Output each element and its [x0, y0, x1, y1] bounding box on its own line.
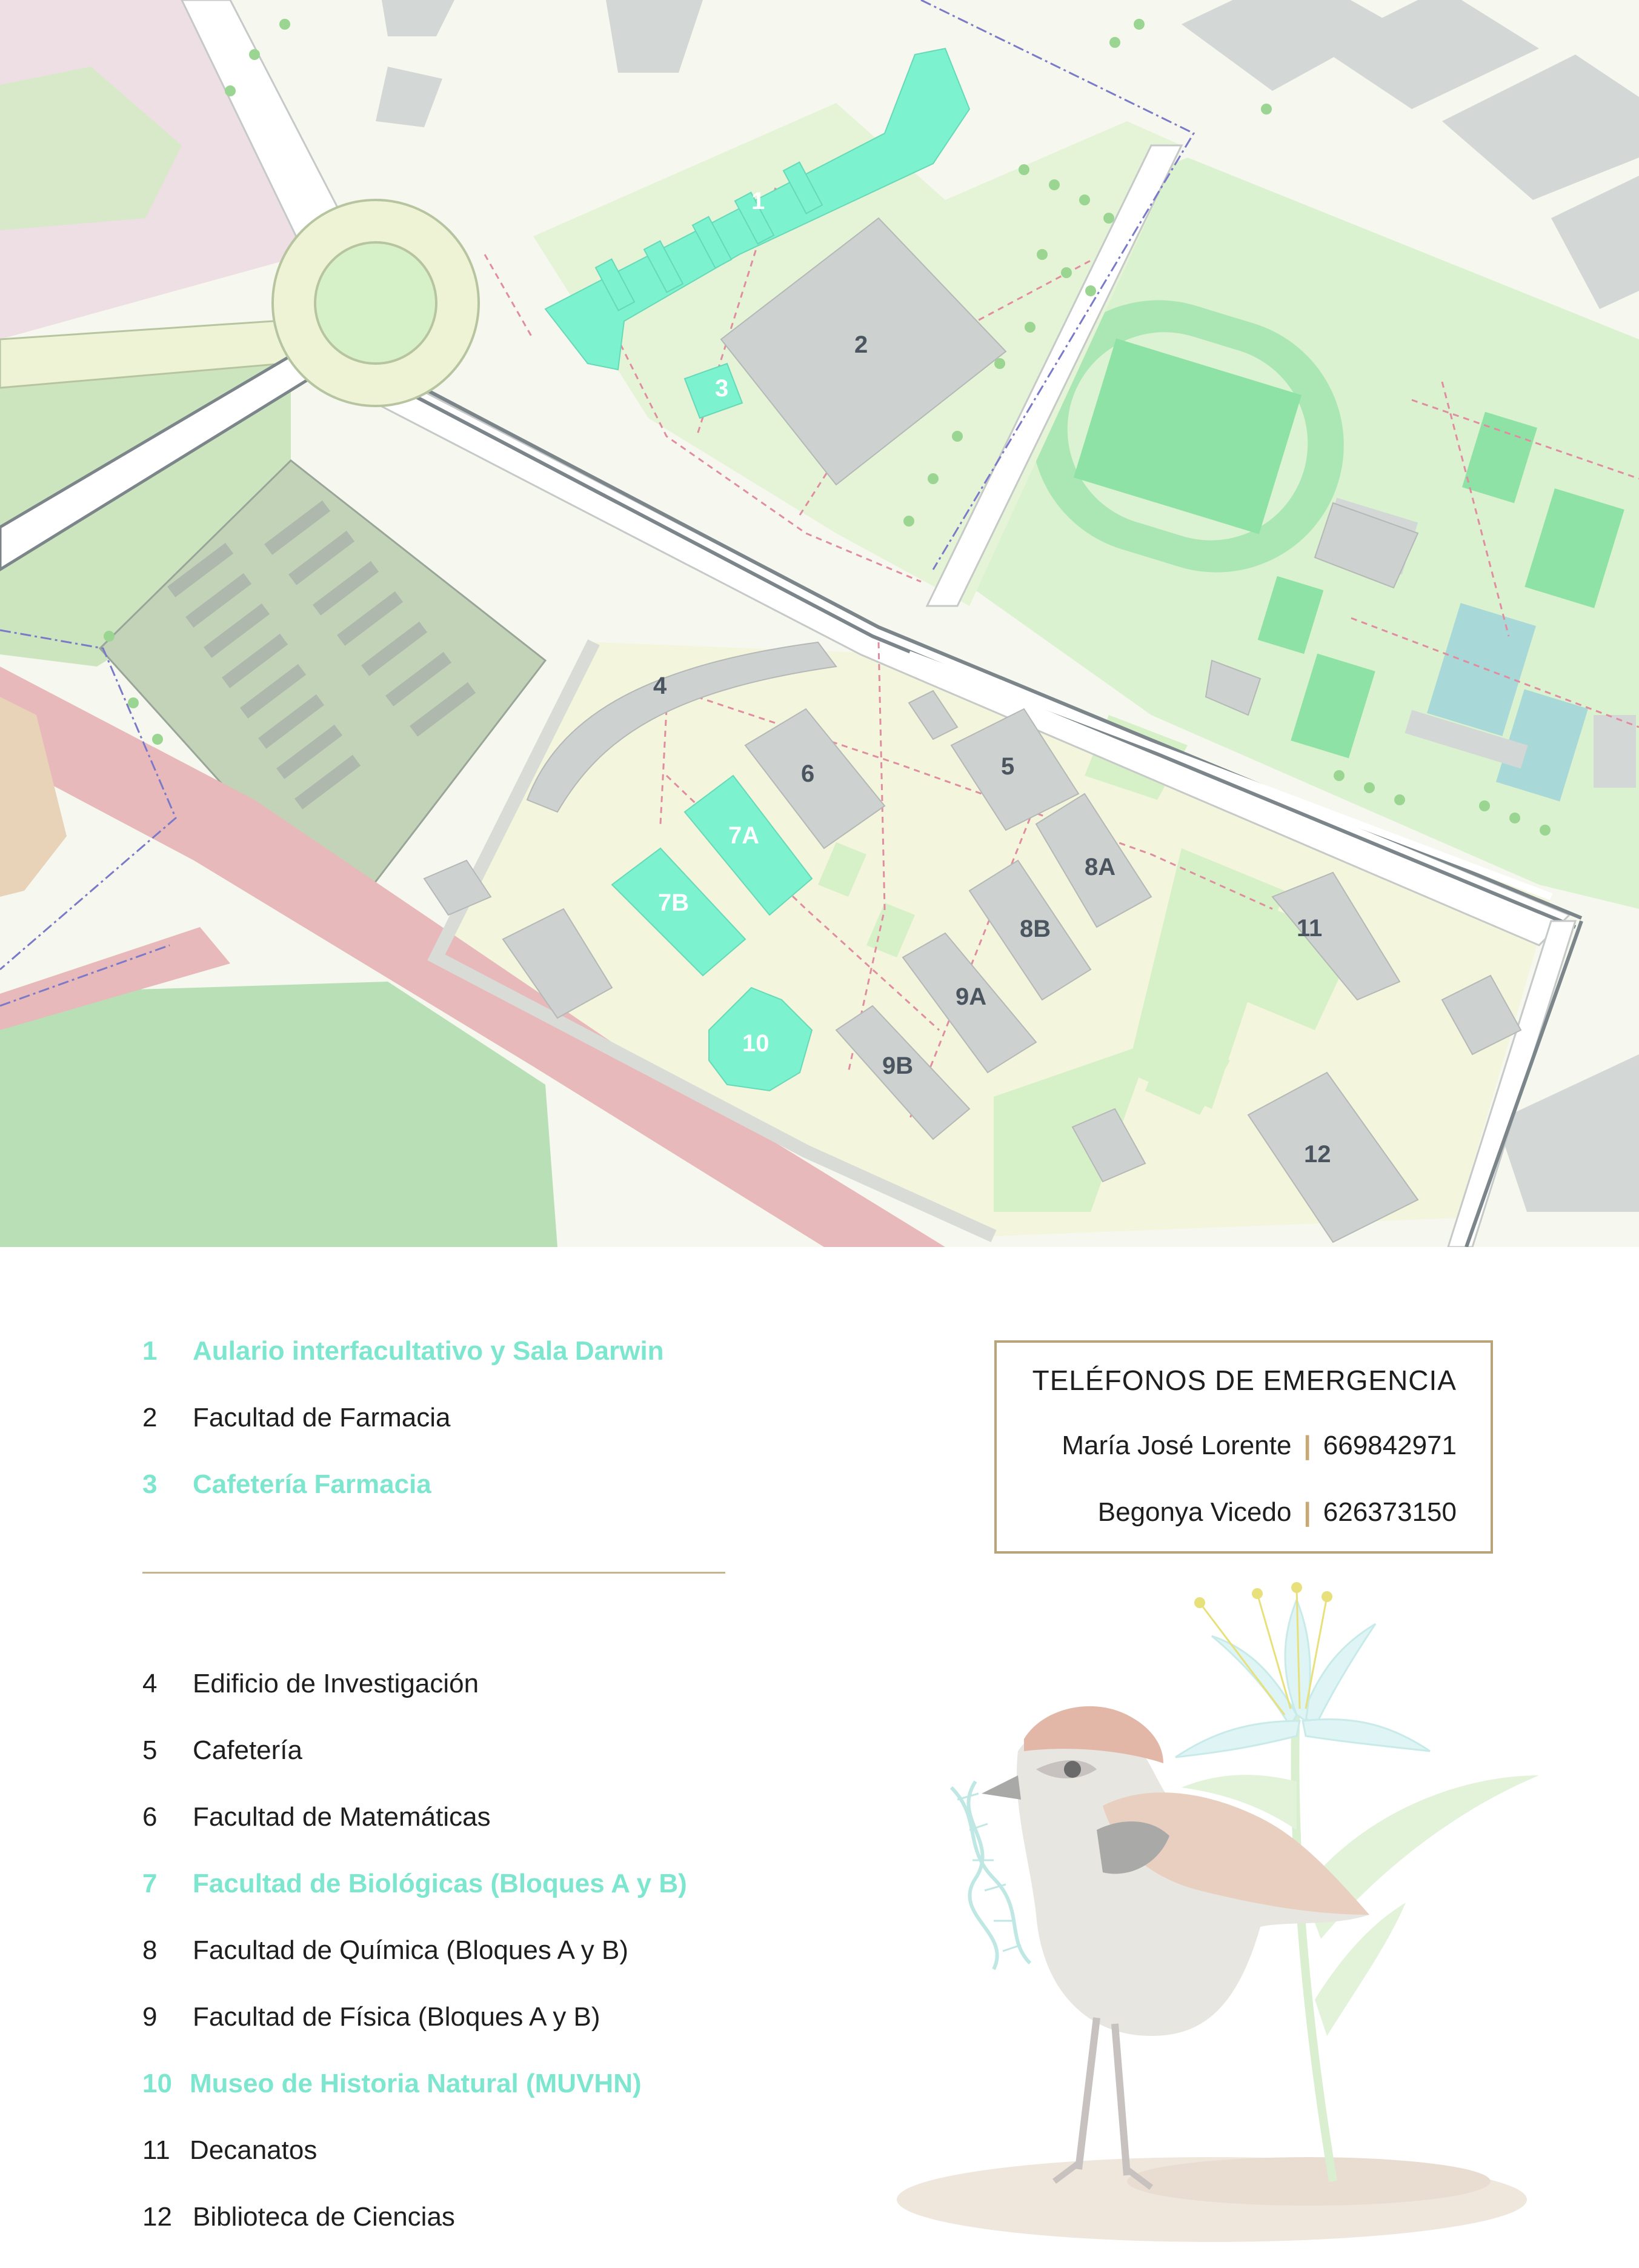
building-6: [744, 708, 886, 850]
legend-name: Facultad de Química (Bloques A y B): [193, 1935, 629, 1965]
legend-name: Edificio de Investigación: [193, 1669, 479, 1698]
contact-phone[interactable]: 669842971: [1323, 1431, 1457, 1460]
campus-map: 1 2 3 4 5 6 7A 7B 8A 8B 9A 9B 10 11 12: [0, 0, 1639, 1247]
legend-number: 1: [142, 1336, 158, 1366]
legend-number: 10: [142, 2069, 172, 2098]
athletics-track: [1031, 300, 1344, 573]
legend-number: 9: [142, 2002, 158, 2032]
emergency-contact-row: Begonya Vicedo | 626373150: [1098, 1497, 1457, 1528]
legend-item-8: 8 Facultad de Química (Bloques A y B): [142, 1934, 628, 1967]
building-label-9B: 9B: [882, 1053, 913, 1079]
building-4: [526, 641, 837, 813]
building-9B: [835, 1005, 971, 1140]
legend-number: 12: [142, 2202, 172, 2232]
legend-item-9: 9 Facultad de Física (Bloques A y B): [142, 2000, 600, 2034]
building-label-11: 11: [1297, 915, 1322, 942]
building-label-9A: 9A: [956, 983, 986, 1010]
building-label-6: 6: [801, 760, 814, 787]
legend-name: Facultad de Farmacia: [193, 1403, 451, 1432]
legend-number: 7: [142, 1869, 158, 1898]
building-label-8A: 8A: [1085, 854, 1115, 880]
building-label-8B: 8B: [1020, 916, 1051, 942]
building-label-5: 5: [1001, 753, 1014, 780]
cemetery-area: [0, 982, 557, 1247]
building-label-4: 4: [653, 673, 667, 699]
building-7B: [611, 847, 746, 977]
legend-name: Facultad de Física (Bloques A y B): [193, 2002, 600, 2032]
legend-divider: [142, 1572, 725, 1574]
building-label-12: 12: [1304, 1141, 1331, 1168]
legend-item-5: 5 Cafetería: [142, 1734, 302, 1768]
contact-separator: |: [1303, 1497, 1311, 1527]
building-label-3: 3: [715, 375, 728, 402]
campus-map-svg: 1 2 3 4 5 6 7A 7B 8A 8B 9A 9B 10 11 12: [0, 0, 1639, 1247]
building-7A: [683, 774, 813, 916]
legend-item-3: 3 Cafetería Farmacia: [142, 1468, 431, 1501]
contact-name: Begonya Vicedo: [1097, 1497, 1292, 1527]
building-8A: [1035, 793, 1152, 928]
contact-phone[interactable]: 626373150: [1323, 1497, 1457, 1527]
legend-item-1: 1 Aulario interfacultativo y Sala Darwin: [142, 1334, 664, 1368]
emergency-contact-row: María José Lorente | 669842971: [1062, 1431, 1457, 1461]
building-label-2: 2: [854, 331, 868, 358]
contact-name: María José Lorente: [1062, 1431, 1292, 1460]
sparrow-with-dna-and-flower-icon: [897, 1582, 1539, 2242]
emergency-title: TELÉFONOS DE EMERGENCIA: [1032, 1365, 1457, 1396]
legend-number: 11: [142, 2135, 170, 2165]
legend-item-12: 12 Biblioteca de Ciencias: [142, 2200, 455, 2234]
legend-number: 5: [142, 1735, 158, 1765]
legend-name: Aulario interfacultativo y Sala Darwin: [193, 1336, 664, 1366]
legend-number: 4: [142, 1669, 158, 1698]
legend-name: Decanatos: [190, 2135, 317, 2165]
contact-separator: |: [1303, 1431, 1311, 1460]
tram-line: [374, 374, 1577, 929]
legend-name: Cafetería Farmacia: [193, 1469, 431, 1499]
legend-name: Facultad de Biológicas (Bloques A y B): [193, 1869, 687, 1898]
legend-item-7: 7 Facultad de Biológicas (Bloques A y B): [142, 1867, 687, 1901]
legend-item-4: 4 Edificio de Investigación: [142, 1667, 479, 1701]
legend-item-6: 6 Facultad de Matemáticas: [142, 1800, 491, 1834]
building-8B: [968, 859, 1092, 1001]
building-11: [1271, 871, 1401, 1001]
legend-name: Biblioteca de Ciencias: [193, 2202, 455, 2232]
legend-item-10: 10 Museo de Historia Natural (MUVHN): [142, 2067, 642, 2101]
legend-item-2: 2 Facultad de Farmacia: [142, 1401, 451, 1435]
building-label-7B: 7B: [658, 890, 689, 916]
legend-item-11: 11 Decanatos: [142, 2133, 317, 2167]
legend-number: 3: [142, 1469, 158, 1499]
building-5: [950, 708, 1080, 831]
legend-name: Cafetería: [193, 1735, 302, 1765]
building-labels: 1 2 3 4 5 6 7A 7B 8A 8B 9A 9B 10 11 12: [653, 188, 1331, 1168]
building-2: [720, 217, 1007, 486]
building-3: [683, 362, 743, 419]
building-label-10: 10: [742, 1030, 770, 1057]
building-9A: [902, 932, 1037, 1074]
legend-number: 6: [142, 1802, 158, 1832]
legend-name: Facultad de Matemáticas: [193, 1802, 491, 1832]
building-label-7A: 7A: [728, 822, 759, 849]
building-10: [708, 986, 813, 1092]
legend-number: 8: [142, 1935, 158, 1965]
legend-name: Museo de Historia Natural (MUVHN): [190, 2069, 642, 2098]
emergency-phones-box: TELÉFONOS DE EMERGENCIA María José Loren…: [994, 1340, 1493, 1554]
building-label-1: 1: [751, 188, 765, 214]
legend-number: 2: [142, 1403, 158, 1432]
building-12: [1247, 1071, 1419, 1243]
